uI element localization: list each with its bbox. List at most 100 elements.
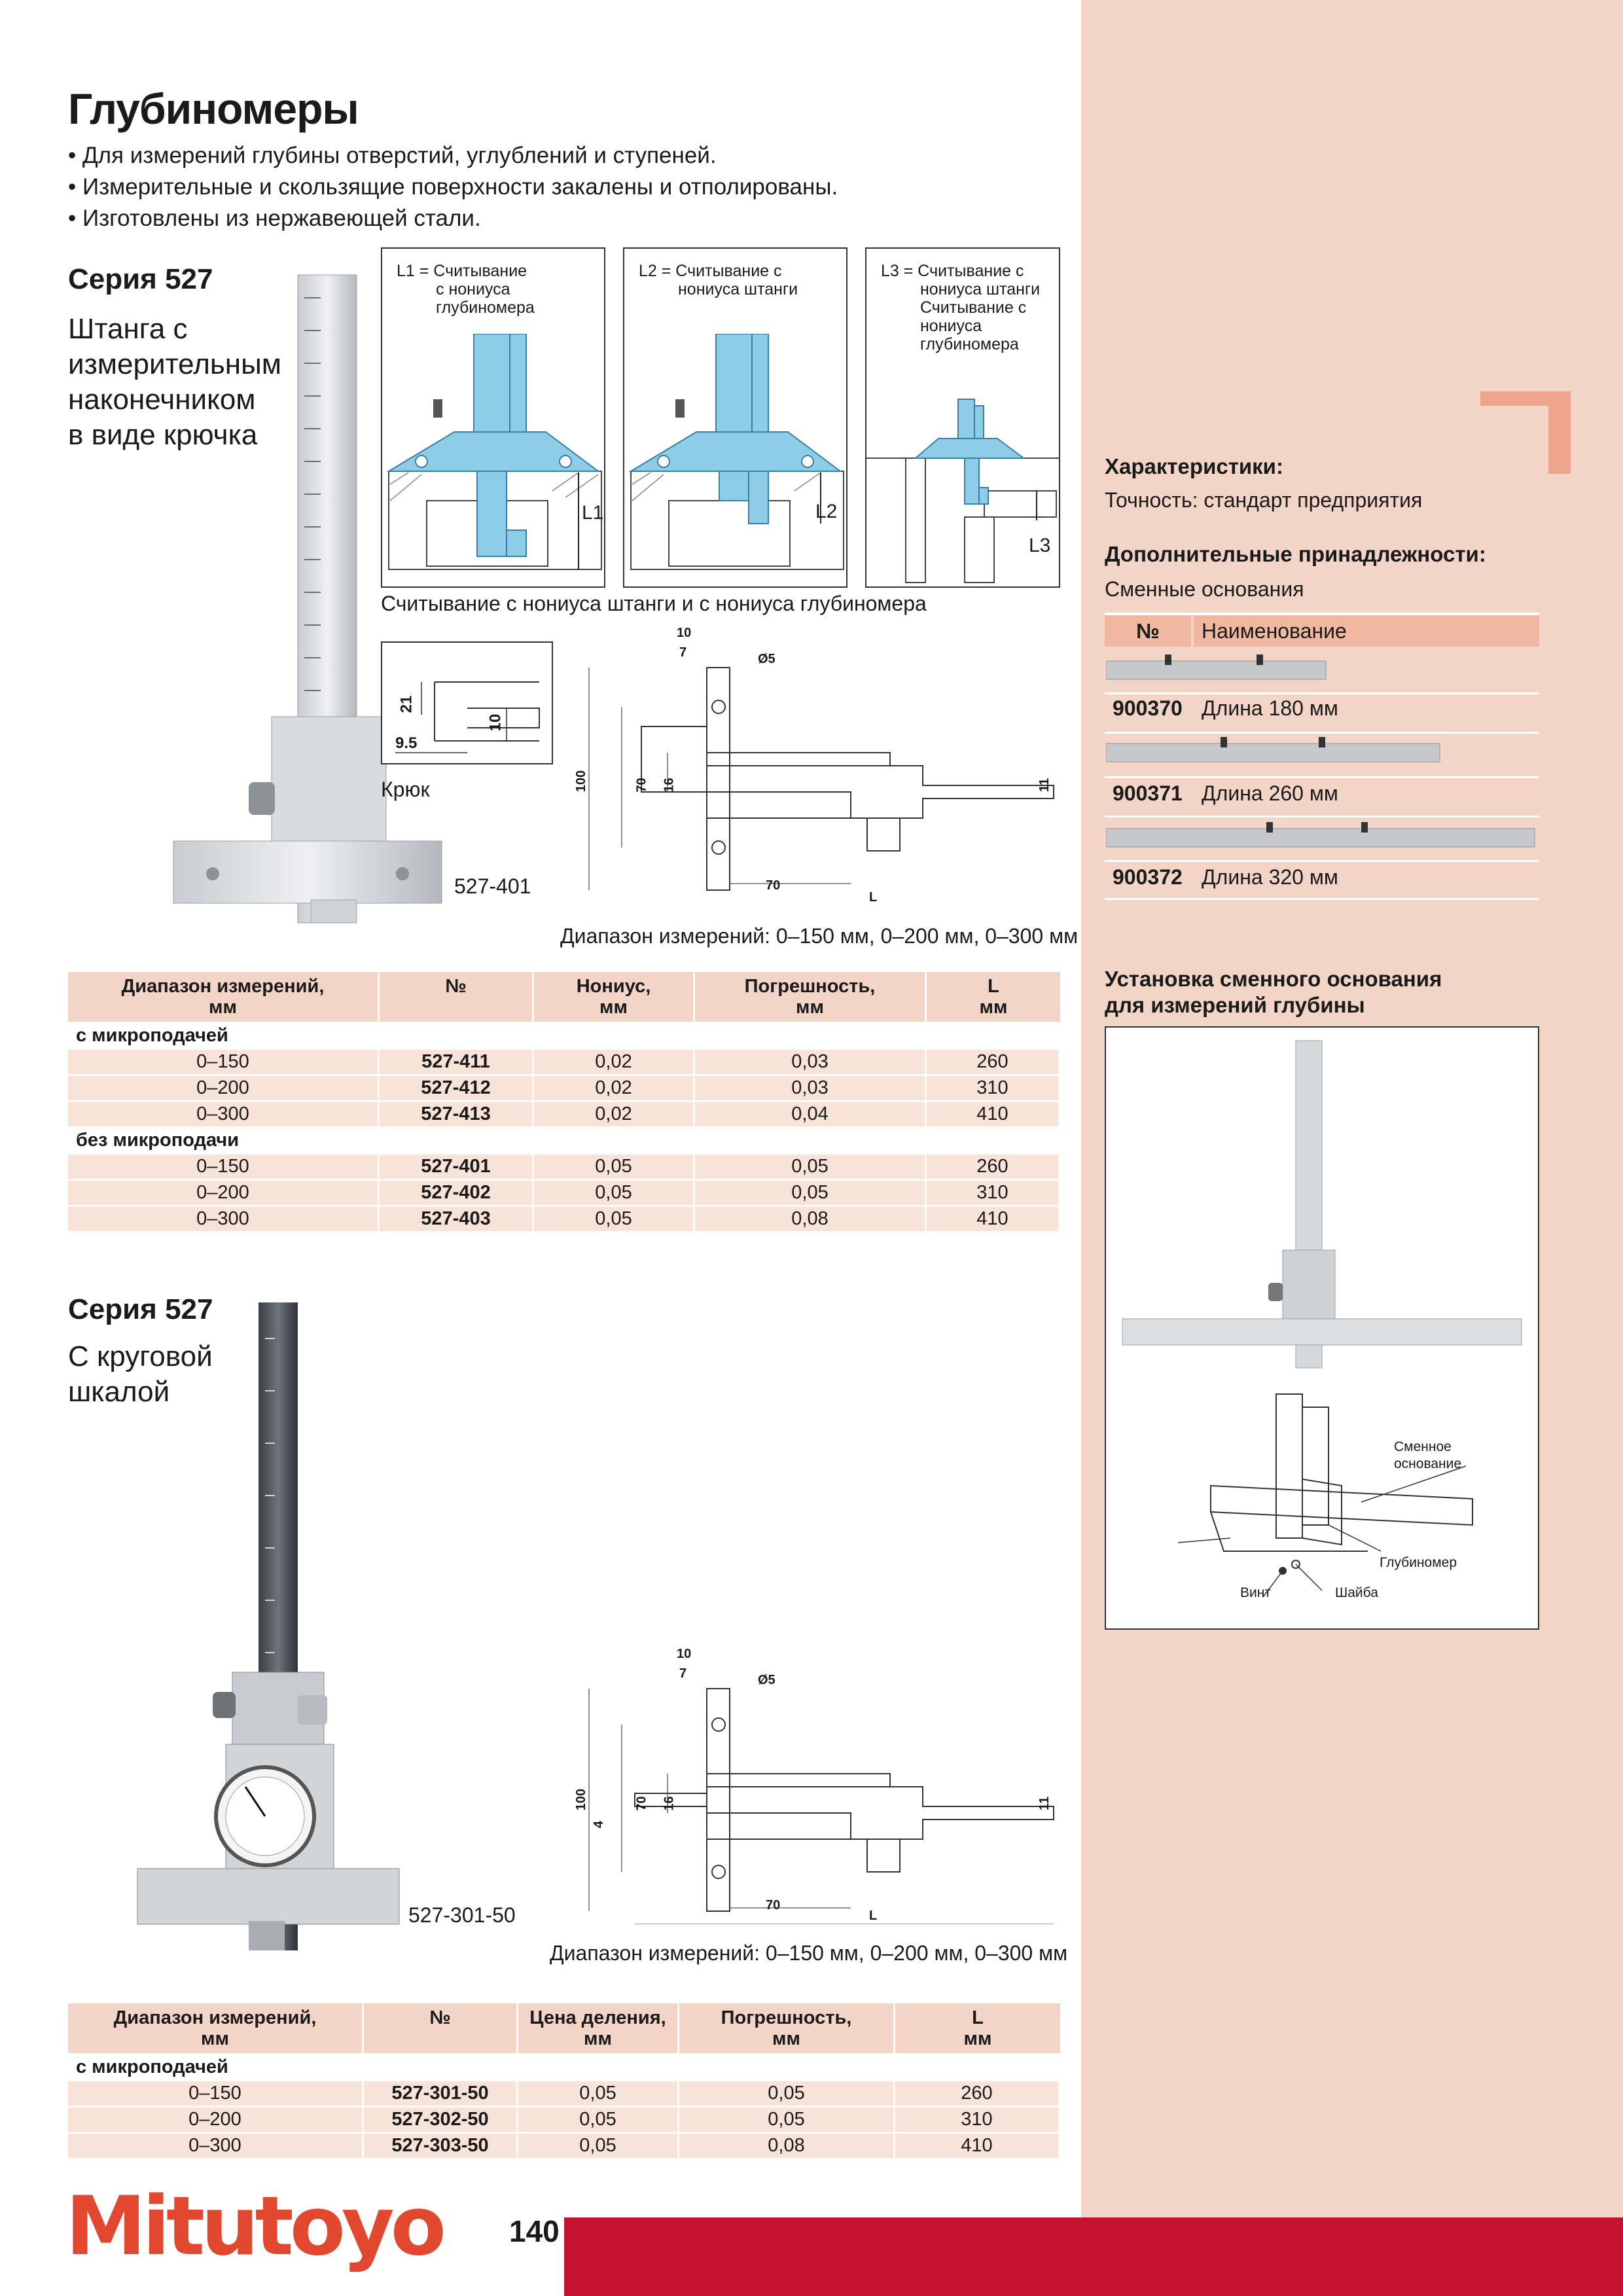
accuracy-line: Точность: стандарт предприятия	[1105, 488, 1422, 512]
divider	[1105, 776, 1539, 778]
label-screw: Винт	[1240, 1585, 1271, 1600]
diagram-l2: L2 = Считывание с нониуса штанги L2	[623, 247, 847, 588]
dim-70-label: 70	[634, 778, 649, 793]
series1-range-caption: Диапазон измерений: 0–150 мм, 0–200 мм, …	[560, 924, 1079, 948]
caption-line: L2 = Считывание с	[639, 262, 782, 280]
subtitle-line: шкалой	[68, 1376, 170, 1408]
divider	[1105, 816, 1539, 817]
series2-heading: Серия 527	[68, 1293, 213, 1325]
caption-line: нониуса	[920, 317, 982, 335]
hook-dim-10: 10	[486, 713, 505, 732]
heading-line: для измерений глубины	[1105, 993, 1365, 1017]
dial-depth-gauge-photo	[137, 1302, 400, 1950]
caption-line: нониуса штанги	[678, 280, 798, 298]
table-group-row: с микроподачей	[68, 1024, 1060, 1048]
hook-label: Крюк	[381, 778, 430, 801]
dim-70-label: 70	[634, 1796, 649, 1811]
dim-100-label: 100	[574, 1788, 589, 1811]
dim-7-label: 7	[679, 1666, 687, 1681]
caption-line: глубиномера	[436, 298, 535, 317]
acc-number: 900370	[1113, 696, 1183, 720]
subtitle-line: измерительным	[68, 348, 281, 380]
l1-mark: L1	[582, 502, 604, 524]
table-header-row: Диапазон измерений,мм № Нониус,мм Погреш…	[68, 972, 1060, 1022]
dim-10-label: 10	[677, 1647, 692, 1661]
heading-line: Установка сменного основания	[1105, 967, 1442, 991]
table-group-row: без микроподачи	[68, 1128, 1060, 1153]
dim-100-label: 100	[574, 770, 589, 793]
diagram-l3-drawing	[866, 399, 1060, 583]
dim-11-label: 11	[1037, 1796, 1052, 1811]
install-illustration: Сменное основание Глубиномер Винт Шайба	[1105, 1026, 1539, 1630]
table-group-row: с микроподачей	[68, 2055, 1060, 2079]
feature-list: • Для измерений глубины отверстий, углуб…	[68, 140, 838, 234]
accuracy-value: стандарт предприятия	[1204, 488, 1423, 512]
caption-line: с нониуса	[436, 280, 510, 298]
install-heading: Установка сменного основания для измерен…	[1105, 966, 1442, 1018]
install-drawing	[1122, 1040, 1522, 1598]
base-180-image	[1106, 655, 1327, 680]
caption-line: нониуса штанги	[920, 280, 1041, 298]
page-number: 140	[509, 2214, 560, 2248]
base-260-image	[1106, 737, 1440, 762]
label-base: Сменное основание	[1394, 1439, 1462, 1471]
diagram-l1: L1 = Считывание с нониуса глубиномера L1	[381, 247, 605, 588]
technical-drawing-1	[588, 667, 1054, 891]
table-header: Диапазон измерений,мм	[68, 972, 380, 1022]
dim-L-label: L	[869, 1909, 878, 1923]
dim-10-label: 10	[677, 626, 692, 640]
table-header: Цена деления,мм	[518, 2003, 679, 2053]
subtitle-line: в виде крючка	[68, 419, 258, 451]
dim-16-label: 16	[662, 1796, 677, 1811]
divider	[1105, 732, 1539, 734]
caption-line: Считывание с	[920, 298, 1027, 317]
subtitle-line: С круговой	[68, 1340, 213, 1372]
acc-name: Длина 260 мм	[1202, 781, 1338, 805]
acc-name: Длина 320 мм	[1202, 865, 1338, 889]
feature-item: • Измерительные и скользящие поверхности…	[68, 174, 838, 200]
base-320-image	[1106, 822, 1535, 848]
hook-dim-21: 21	[397, 695, 416, 713]
table-header: №	[364, 2003, 518, 2053]
diagram-l2-drawing	[628, 334, 844, 570]
diagram-l3-caption: L3 = Считывание с нониуса штанги Считыва…	[881, 262, 1040, 353]
acc-number: 900371	[1113, 781, 1183, 805]
table-header-row: Диапазон измерений,мм № Цена деления,мм …	[68, 2003, 1060, 2053]
hook-dim-9-5: 9.5	[395, 734, 418, 752]
table-header: Нониус,мм	[534, 972, 695, 1022]
series2-range-caption: Диапазон измерений: 0–150 мм, 0–200 мм, …	[550, 1941, 1068, 1965]
subtitle-line: наконечником	[68, 384, 256, 416]
caption-line: L1 = Считывание	[397, 262, 527, 280]
caption-line: глубиномера	[920, 335, 1019, 353]
divider	[1105, 898, 1539, 900]
diagram-caption: Считывание с нониуса штанги и с нониуса …	[381, 592, 927, 615]
series1-model-label: 527-401	[454, 874, 531, 898]
series1-heading: Серия 527	[68, 263, 213, 295]
dim-phi-label: Ø5	[758, 1673, 776, 1687]
divider	[1105, 692, 1539, 694]
dim-phi-label: Ø5	[758, 652, 776, 666]
series1-subtitle: Штанга с измерительным наконечником в ви…	[68, 312, 281, 453]
characteristics-heading: Характеристики:	[1105, 454, 1283, 478]
dim-4-label: 4	[592, 1820, 607, 1829]
acc-header-name: Наименование	[1194, 615, 1539, 647]
dim-70b-label: 70	[766, 1898, 781, 1912]
page-title: Глубиномеры	[68, 84, 359, 133]
feature-item: • Изготовлены из нержавеющей стали.	[68, 206, 481, 231]
dim-L-label: L	[869, 890, 878, 905]
technical-drawing-2	[588, 1688, 1054, 1924]
accessories-subheading: Сменные основания	[1105, 577, 1304, 601]
l2-mark: L2	[815, 501, 838, 522]
hook-detail-drawing	[395, 681, 540, 753]
accuracy-label: Точность:	[1105, 488, 1198, 512]
diagram-l3: L3 = Считывание с нониуса штанги Считыва…	[865, 247, 1060, 588]
